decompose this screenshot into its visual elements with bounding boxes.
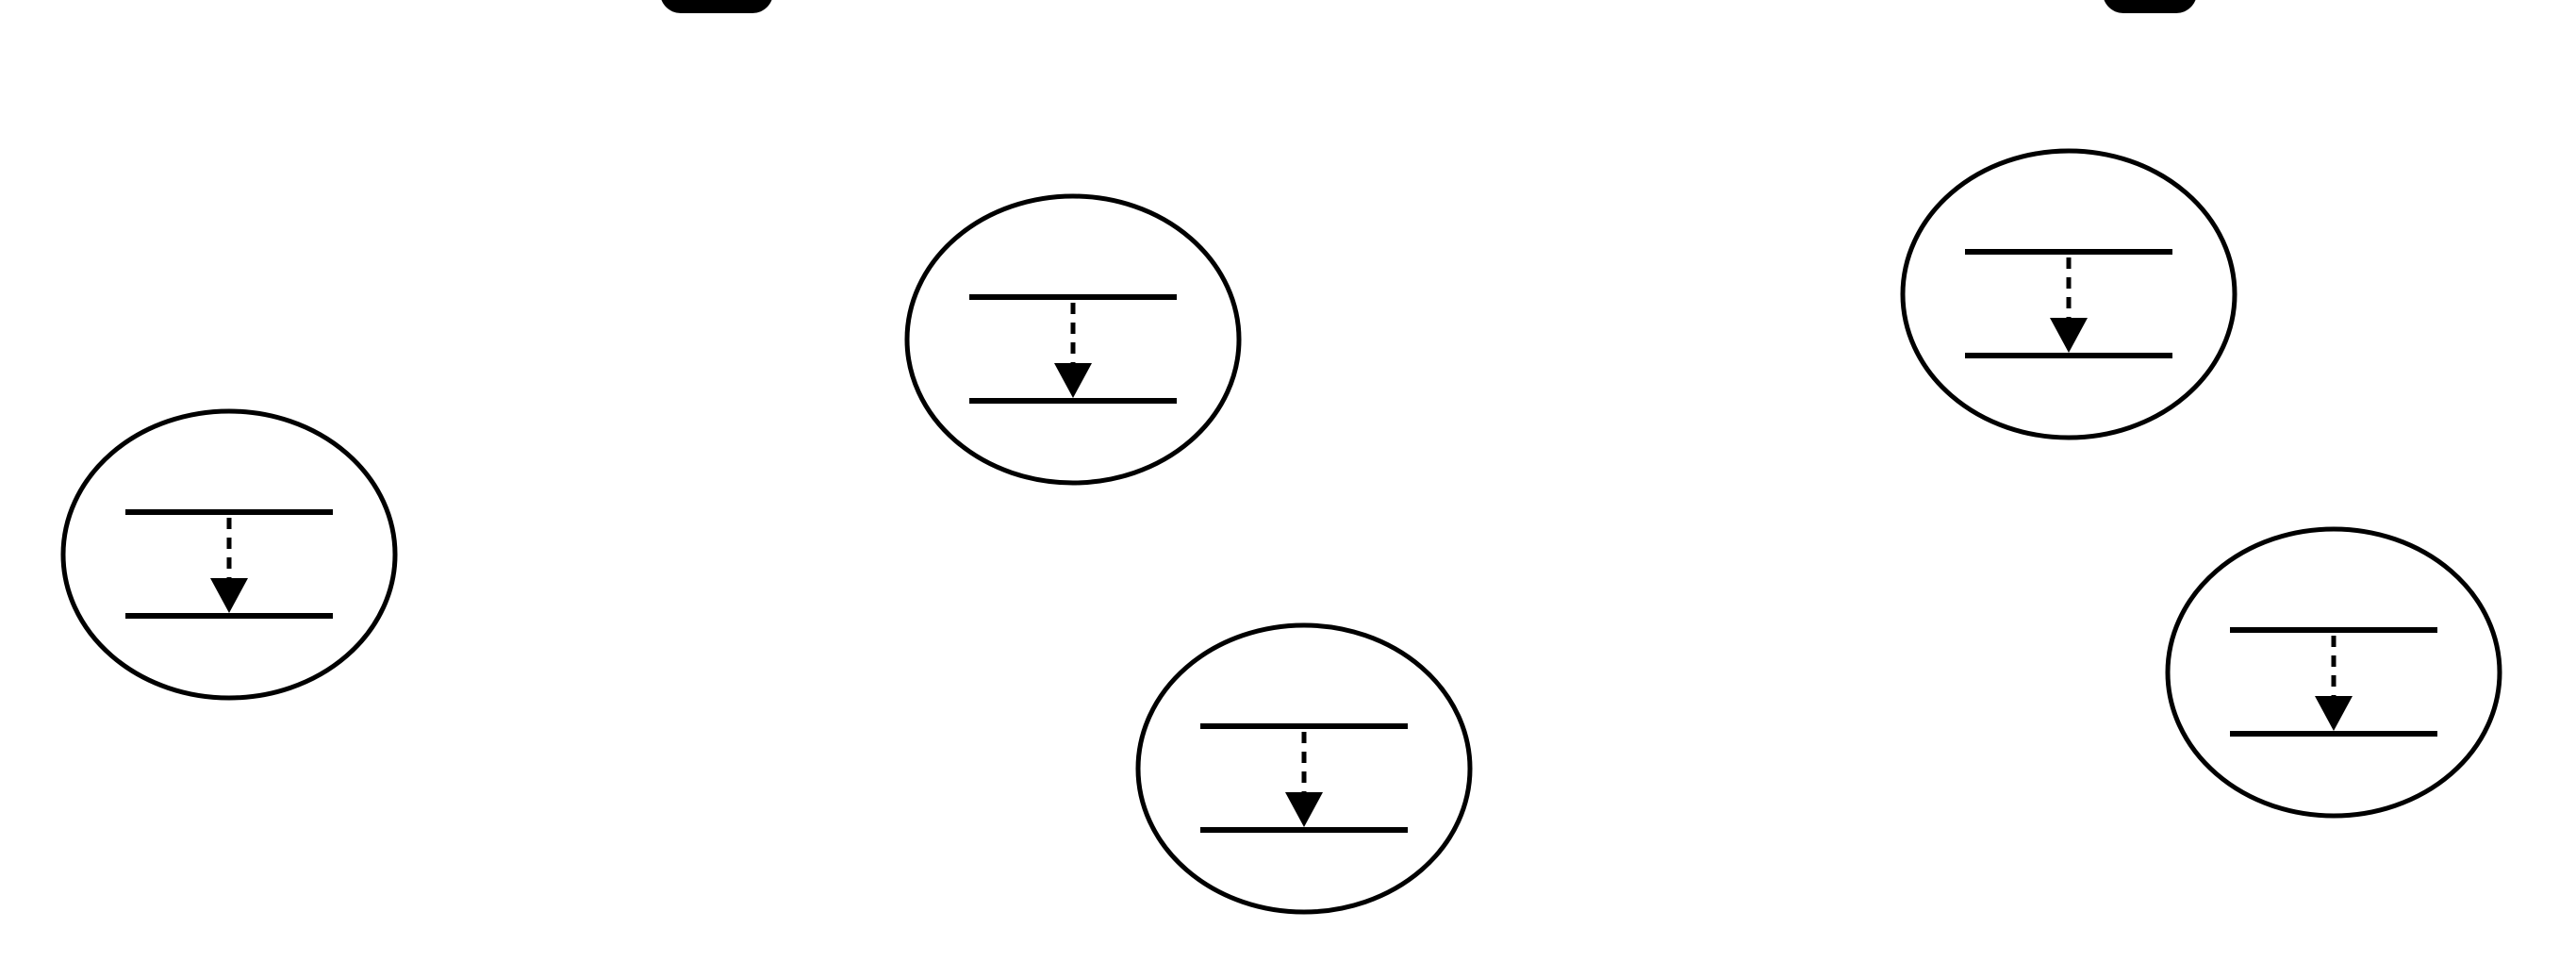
atom-boundary xyxy=(1135,622,1473,915)
transition-arrowhead-icon xyxy=(2315,696,2353,731)
cropped-glyph-right xyxy=(2103,0,2197,13)
atom-2 xyxy=(904,193,1242,486)
atom-1 xyxy=(60,408,398,701)
atom-boundary xyxy=(60,408,398,701)
transition-arrowhead-icon xyxy=(1054,363,1092,398)
transition-arrowhead-icon xyxy=(210,578,248,613)
atom-5 xyxy=(2165,526,2502,819)
atom-boundary xyxy=(2165,526,2502,819)
transition-arrowhead-icon xyxy=(1285,792,1323,827)
cropped-title-fragment xyxy=(0,0,2576,23)
transition-arrowhead-icon xyxy=(2050,318,2088,353)
atom-boundary xyxy=(1900,148,2237,440)
atom-boundary xyxy=(904,193,1242,486)
atom-4 xyxy=(1900,148,2237,440)
atoms-group xyxy=(60,148,2502,915)
cropped-glyph-left xyxy=(660,0,773,13)
atom-3 xyxy=(1135,622,1473,915)
